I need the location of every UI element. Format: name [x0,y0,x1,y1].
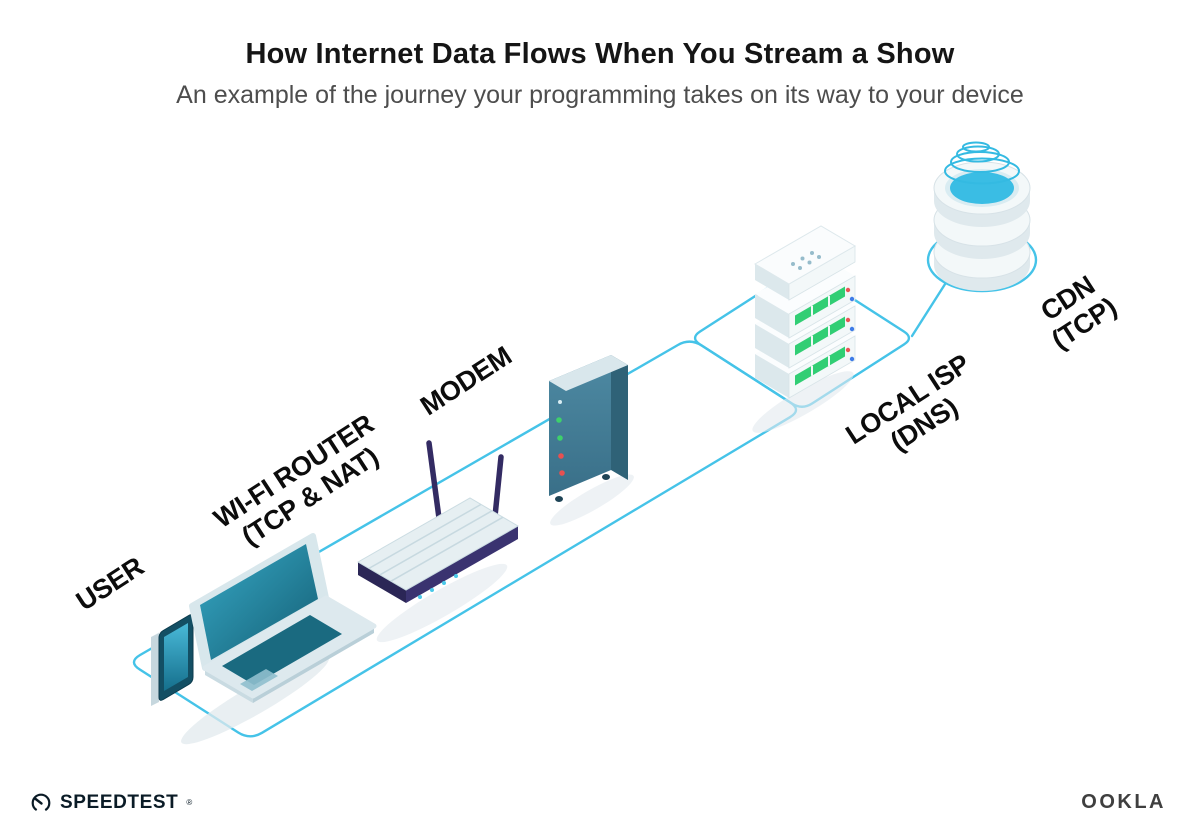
laptop-keyboard [222,615,342,685]
modem-led-lights [556,400,565,476]
laptop-device [189,533,377,703]
cdn-connector-line [910,279,949,338]
phone-screen [164,623,188,691]
laptop-screen [200,544,318,660]
router-led-lights [418,574,458,599]
server-top-unit [754,225,856,301]
speedtest-wordmark: SPEEDTEST [60,791,179,813]
modem-device [549,355,628,502]
cdn-spiral-rings [944,141,1020,185]
page-subtitle: An example of the journey your programmi… [176,81,1024,109]
speedtest-logo: SPEEDTEST ® [30,792,192,814]
router-device [357,440,519,603]
cdn-database-device [933,141,1031,291]
cdn-water-top [950,172,1014,204]
header: How Internet Data Flows When You Stream … [0,38,1200,110]
ookla-logo: OOKLA [1081,791,1166,813]
laptop-trackpad [240,669,278,691]
page-title: How Internet Data Flows When You Stream … [245,38,955,70]
trademark-symbol: ® [186,798,193,807]
server-port-dots [791,251,821,270]
server-stack-device [754,225,856,399]
footer: SPEEDTEST ® OOKLA [30,791,1166,814]
speedtest-gauge-icon [31,793,51,812]
phone-device [151,613,194,706]
